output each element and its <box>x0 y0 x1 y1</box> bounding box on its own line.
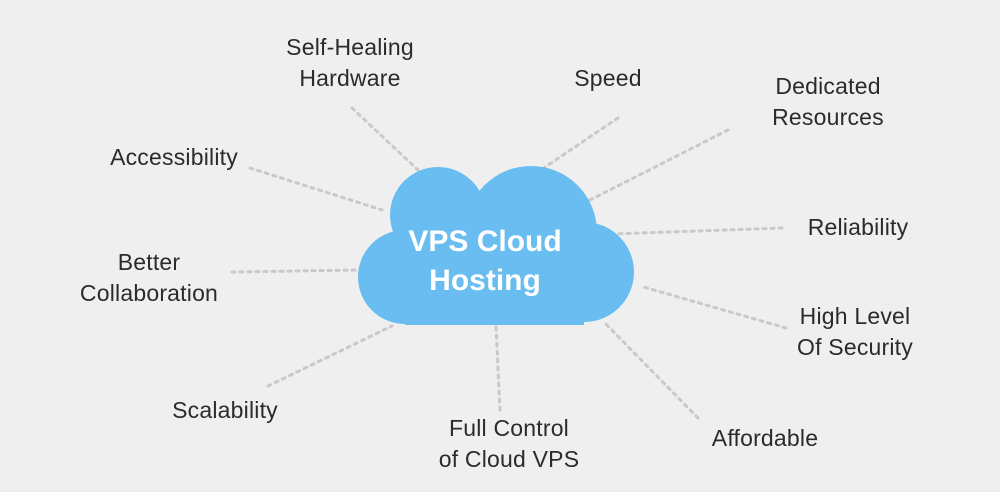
feature-dedicated-resources: Dedicated Resources <box>772 73 884 130</box>
connector-reliability <box>610 226 784 236</box>
feature-full-control-of-cloud-vps: Full Control of Cloud VPS <box>438 415 580 472</box>
feature-better-collaboration: Better Collaboration <box>79 249 219 306</box>
feature-accessibility: Accessibility <box>110 144 238 170</box>
connector-better-collaboration <box>230 268 360 274</box>
connector-scalability <box>266 324 394 388</box>
connector-affordable <box>602 320 700 420</box>
connector-accessibility <box>248 166 384 212</box>
feature-reliability: Reliability <box>807 214 909 240</box>
feature-speed: Speed <box>574 65 642 91</box>
feature-scalability: Scalability <box>172 397 278 423</box>
connector-high-level-of-security <box>638 284 788 330</box>
cloud-title: VPS Cloud Hosting <box>408 225 562 297</box>
cloud-icon <box>358 166 634 325</box>
feature-affordable: Affordable <box>711 425 819 451</box>
feature-high-level-of-security: High Level Of Security <box>797 303 913 360</box>
connector-full-control-of-cloud-vps <box>494 324 502 412</box>
connector-self-healing-hardware <box>350 106 420 172</box>
feature-self-healing-hardware: Self-Healing Hardware <box>286 34 414 91</box>
connector-dedicated-resources <box>588 128 730 202</box>
